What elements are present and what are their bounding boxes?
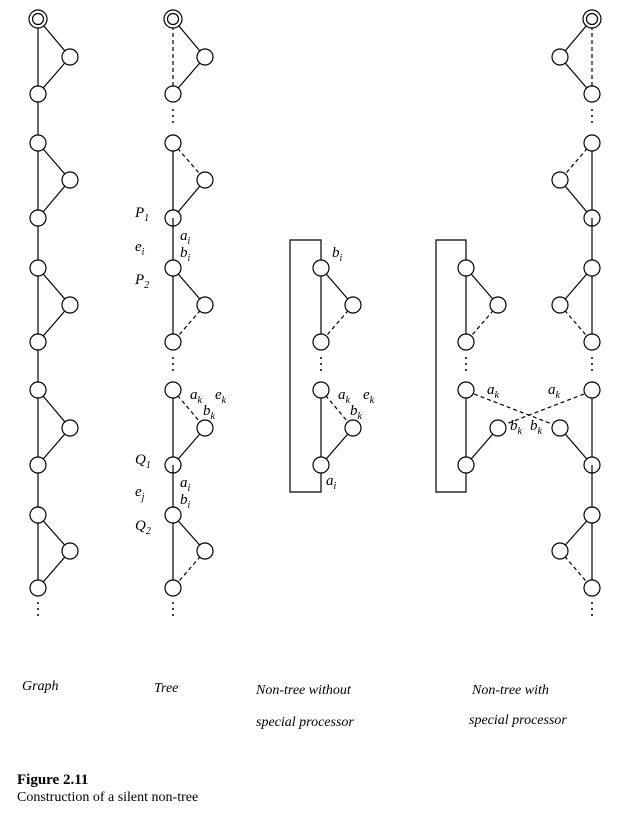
label-Q2: Q2 <box>135 518 151 537</box>
label-bi-nontree-without: bi <box>332 245 343 264</box>
label-P1: P1 <box>134 205 149 224</box>
caption-nontree-without-line2: special processor <box>256 715 354 730</box>
figure-title: Figure 2.11 <box>17 772 89 788</box>
caption-graph: Graph <box>22 679 59 694</box>
tree-column: P1 ei P2 ai bi ak ek bk Q1 ej Q2 ai bi <box>134 9 227 616</box>
label-ai-tree-2: ai <box>180 475 191 494</box>
label-P2: P2 <box>134 272 149 291</box>
figure-subtitle: Construction of a silent non-tree <box>17 790 199 805</box>
caption-tree: Tree <box>154 681 178 696</box>
label-bk-nontree-without: bk <box>350 403 363 422</box>
label-ek-tree: ek <box>215 387 227 406</box>
label-Q1: Q1 <box>135 452 151 471</box>
label-ej: ej <box>135 484 145 503</box>
label-ak-left: ak <box>487 382 500 401</box>
label-ek-nontree-without: ek <box>363 387 375 406</box>
label-ei: ei <box>135 239 145 258</box>
label-bk-right: bk <box>530 418 543 437</box>
label-ak-right: ak <box>548 382 561 401</box>
caption-nontree-with-line1: Non-tree with <box>471 683 549 698</box>
nontree-without-column: bi ak ek bk ai <box>289 239 375 493</box>
caption-nontree-without-line1: Non-tree without <box>255 683 352 698</box>
nontree-with-column: ak ak bk bk <box>435 9 602 616</box>
label-bi-tree-2: bi <box>180 492 191 511</box>
label-ak-tree: ak <box>190 387 203 406</box>
label-bk-tree: bk <box>203 403 216 422</box>
caption-nontree-with-line2: special processor <box>469 713 567 728</box>
graph-column <box>28 9 79 616</box>
label-ak-nontree-without: ak <box>338 387 351 406</box>
label-ai-nontree-without: ai <box>326 473 337 492</box>
label-bk-left: bk <box>510 418 523 437</box>
label-bi-tree-1: bi <box>180 245 191 264</box>
label-ai-tree-1: ai <box>180 228 191 247</box>
